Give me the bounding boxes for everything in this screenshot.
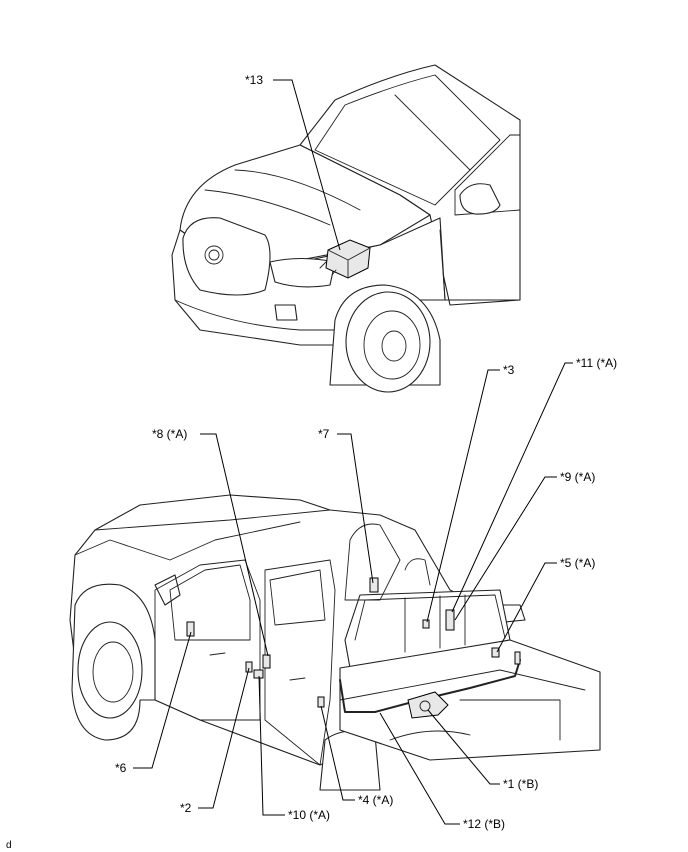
front-view-vehicle-illustration bbox=[171, 64, 521, 393]
callout-8: *8 (*A) bbox=[152, 427, 187, 441]
leader-lines bbox=[133, 79, 573, 825]
corner-mark: d bbox=[6, 840, 12, 851]
leader-13 bbox=[273, 79, 341, 251]
leader-11 bbox=[451, 362, 573, 613]
leader-9 bbox=[454, 476, 557, 621]
callout-3: *3 bbox=[503, 363, 515, 377]
leader-4 bbox=[320, 705, 355, 801]
small-sensor-parts bbox=[186, 577, 521, 708]
leader-12 bbox=[379, 712, 460, 825]
callout-10: *10 (*A) bbox=[288, 808, 330, 822]
leader-6 bbox=[133, 631, 192, 769]
leader-8 bbox=[200, 433, 269, 657]
callout-2: *2 bbox=[180, 801, 192, 815]
callout-1: *1 (*B) bbox=[503, 777, 538, 791]
callout-6: *6 bbox=[115, 761, 127, 775]
callout-11: *11 (*A) bbox=[576, 356, 617, 370]
callout-7: *7 bbox=[318, 427, 330, 441]
callout-9: *9 (*A) bbox=[560, 470, 595, 484]
rear-view-vehicle-illustration bbox=[69, 494, 601, 791]
callout-13: *13 bbox=[245, 73, 263, 87]
leader-3 bbox=[426, 369, 500, 623]
leader-7 bbox=[337, 433, 374, 584]
callout-5: *5 (*A) bbox=[560, 556, 595, 570]
callout-12: *12 (*B) bbox=[463, 817, 505, 831]
engine-room-relay-block-part bbox=[319, 239, 371, 279]
leader-10 bbox=[258, 675, 285, 816]
callout-labels: *13 *3 *11 (*A) *8 (*A) *7 *9 (*A) *5 (*… bbox=[6, 73, 617, 851]
callout-4: *4 (*A) bbox=[358, 793, 393, 807]
leader-2 bbox=[198, 667, 250, 809]
spare-tire-carrier-part bbox=[407, 691, 449, 719]
leader-5 bbox=[496, 562, 557, 653]
leader-1 bbox=[427, 709, 500, 785]
